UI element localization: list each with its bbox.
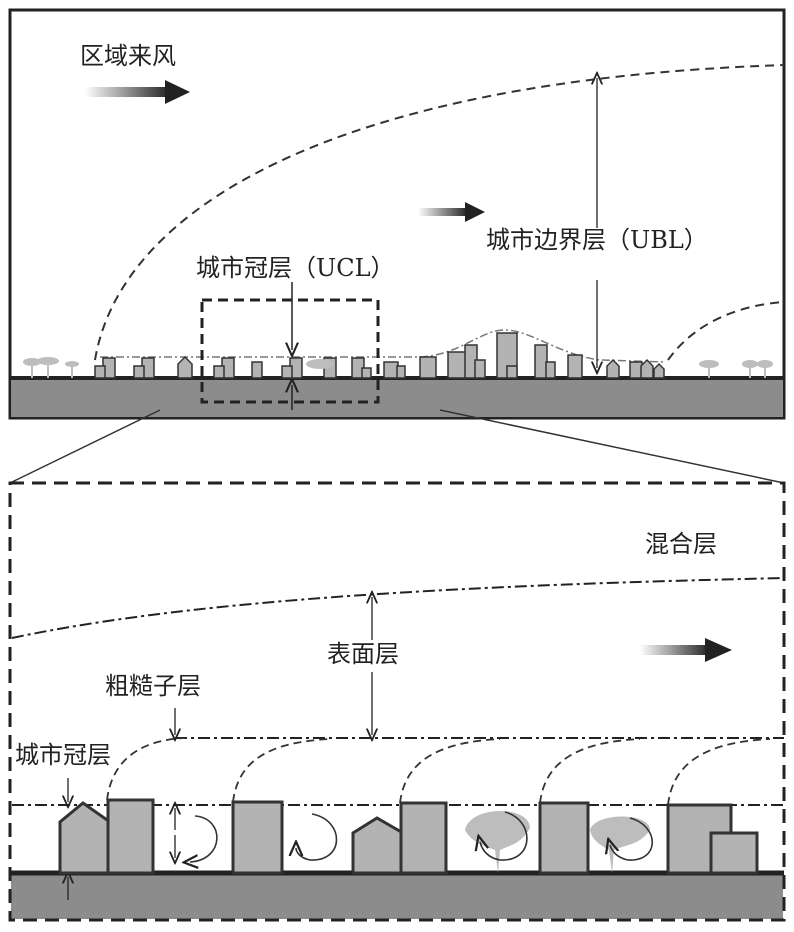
top-panel-border	[8, 8, 786, 420]
building	[231, 800, 284, 875]
building	[709, 831, 759, 875]
building	[106, 798, 155, 875]
trees-detail	[465, 810, 650, 873]
roughness-sublayer-label: 粗糙子层	[105, 672, 201, 700]
eddy-icon	[480, 811, 528, 861]
ground	[11, 378, 783, 417]
trees	[23, 357, 773, 378]
mixed-layer-label: 混合层	[645, 530, 717, 558]
top-panel	[8, 8, 786, 420]
zoom-line-left	[9, 409, 161, 484]
eddy-arrows	[190, 811, 654, 862]
house	[58, 801, 112, 875]
bottom-panel-border	[8, 481, 786, 922]
wake-arcs	[106, 737, 771, 806]
house	[351, 816, 405, 875]
buildings-detail	[58, 798, 759, 875]
wind-arrow-detail	[640, 638, 732, 662]
wind-arrow-regional	[85, 80, 190, 104]
building	[399, 801, 448, 875]
urban-canopy-label: 城市冠层	[15, 741, 111, 769]
ubl-label: 城市边界层（UBL）	[486, 226, 708, 254]
ucl-top-line	[100, 329, 666, 363]
zoom-box	[200, 298, 380, 404]
ucl-label: 城市冠层（UCL）	[196, 254, 395, 282]
building	[538, 801, 590, 875]
zoom-line-right	[439, 409, 785, 484]
wind-arrow-urban	[418, 202, 485, 222]
ground-detail	[11, 874, 783, 919]
regional-wind-label: 区域来风	[80, 42, 176, 70]
bottom-panel	[8, 481, 786, 922]
mixed-layer-boundary	[11, 577, 785, 639]
surface-layer-label: 表面层	[327, 640, 399, 668]
city-buildings	[94, 332, 665, 379]
eddy-icon	[296, 813, 338, 861]
eddy-icon	[190, 815, 218, 862]
rural-boundary-curve	[667, 301, 785, 361]
eddy-icon	[610, 817, 654, 861]
